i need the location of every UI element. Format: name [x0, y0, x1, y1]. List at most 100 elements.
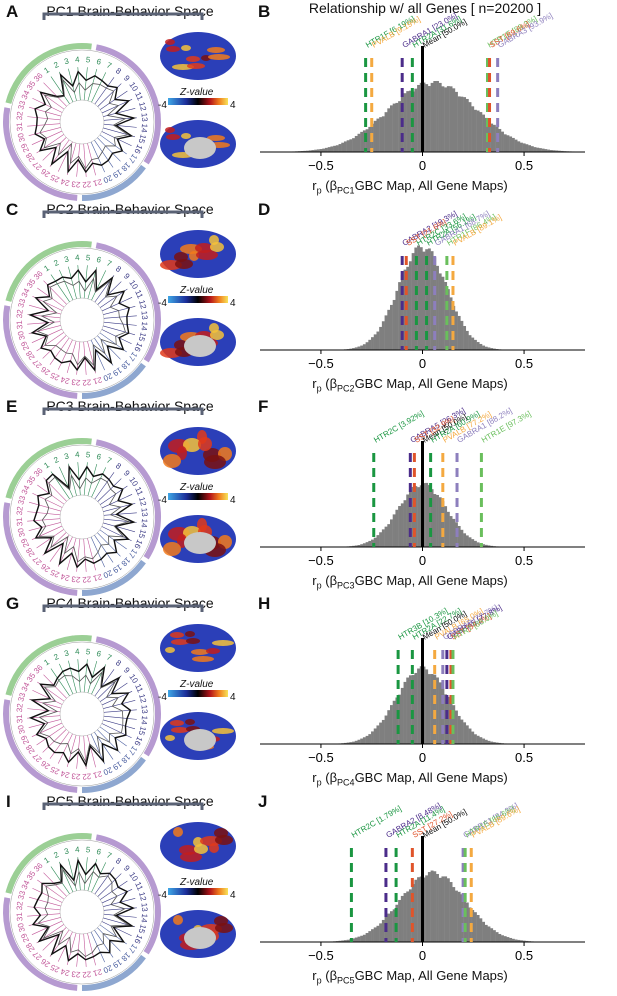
spoke-number: 22 [81, 377, 91, 387]
activation-blob [196, 250, 218, 260]
panel-letter-right: D [258, 200, 271, 219]
spoke-line [90, 141, 105, 173]
histogram-bar [408, 261, 412, 350]
histogram-bar [398, 694, 402, 744]
spoke-number: 9 [122, 864, 132, 874]
histogram-bar [360, 738, 364, 744]
histogram-bar [476, 342, 480, 350]
spoke-line [97, 927, 121, 952]
spoke-line [27, 314, 61, 319]
lateral-brain-view [160, 427, 236, 475]
spoke-number: 36 [32, 861, 45, 874]
histogram-bar [479, 737, 483, 744]
histogram-bar [403, 893, 407, 942]
spoke-line [87, 68, 98, 101]
histogram-bar [414, 672, 418, 744]
x-tick-label: 0.5 [515, 948, 533, 963]
spoke-line [43, 82, 67, 107]
histogram-bar [371, 731, 374, 744]
spoke-number: 12 [137, 891, 148, 902]
activation-blob [191, 649, 209, 655]
spoke-number: 16 [132, 143, 144, 155]
spoke-number: 25 [49, 172, 61, 184]
histogram-bar [560, 150, 564, 152]
histogram-x-label: rp (βPC2GBC Map, All Gene Maps) [312, 376, 508, 394]
histogram-bar [408, 889, 412, 942]
histogram-bar [484, 924, 488, 942]
x-tick-label: −0.5 [308, 948, 334, 963]
z-max-label: 4 [230, 890, 236, 901]
histogram-bar [460, 320, 464, 350]
spoke-line [103, 715, 137, 720]
arc-purple [95, 44, 161, 165]
histogram-bar [357, 346, 361, 350]
histogram-bar [465, 330, 469, 350]
spoke-line [87, 463, 98, 496]
spoke-line [68, 266, 77, 299]
histogram-bar [425, 482, 429, 547]
spoke-line [28, 698, 61, 709]
x-tick-label: −0.5 [308, 356, 334, 371]
histogram-bar [392, 299, 396, 350]
histogram-bar [379, 326, 383, 350]
spoke-number: 11 [133, 881, 145, 893]
histogram-bar [436, 494, 439, 547]
z-colorbar [168, 690, 228, 697]
spoke-number: 22 [81, 969, 91, 979]
spoke-number: 22 [81, 179, 91, 189]
arc-blue [81, 362, 146, 399]
spoke-number: 11 [133, 683, 145, 695]
spoke-line [83, 538, 87, 572]
activation-blob [175, 259, 193, 269]
panel-letter-right: J [258, 792, 268, 811]
histogram-bar [430, 674, 434, 744]
histogram-bar [406, 91, 410, 152]
spoke-number: 14 [139, 518, 149, 528]
histogram-bar [306, 150, 309, 152]
histogram-bar [455, 890, 458, 942]
histogram-bar [417, 84, 420, 152]
histogram-bar [325, 147, 328, 152]
spoke-line [103, 913, 137, 918]
histogram-bar [392, 514, 396, 547]
spoke-line [101, 494, 133, 509]
spoke-line [103, 123, 137, 128]
histogram-bar [487, 545, 491, 547]
arc-pink [3, 699, 78, 793]
histogram-bar [398, 101, 402, 152]
activation-blob [166, 46, 180, 52]
histogram-bar [414, 88, 418, 152]
activation-blob [171, 639, 189, 645]
lateral-brain-view [160, 624, 236, 672]
spoke-number: 2 [52, 850, 60, 860]
spoke-number: 25 [49, 567, 61, 579]
activation-blob [173, 827, 183, 837]
spoke-number: 21 [92, 572, 103, 583]
histogram-bar [395, 290, 399, 350]
spoke-line [90, 733, 105, 765]
spoke-line [101, 329, 132, 345]
histogram-bar [455, 710, 458, 744]
histogram-bar [476, 735, 480, 744]
histogram-bar [465, 98, 469, 152]
histogram-bar [509, 136, 513, 152]
histogram-bar [490, 928, 494, 942]
histogram-bar [498, 933, 502, 942]
medial-brain-view [160, 910, 236, 958]
histogram-bar [452, 887, 456, 942]
spoke-line [27, 123, 61, 127]
histogram-bar [387, 108, 391, 152]
histogram-bar [373, 927, 377, 942]
activation-blob [185, 631, 195, 637]
spoke-line [103, 518, 137, 523]
brain-behavior-title: PC3 Brain-Behavior Space [46, 398, 214, 414]
spoke-number: 4 [75, 647, 81, 656]
spoke-number: 20 [101, 568, 113, 580]
brain-behavior-title: PC1 Brain-Behavior Space [46, 3, 214, 19]
spoke-number: 3 [63, 648, 70, 658]
spoke-number: 6 [95, 57, 102, 67]
histogram-bar [463, 722, 467, 744]
histogram-bar [433, 81, 437, 152]
spoke-number: 15 [137, 923, 148, 935]
